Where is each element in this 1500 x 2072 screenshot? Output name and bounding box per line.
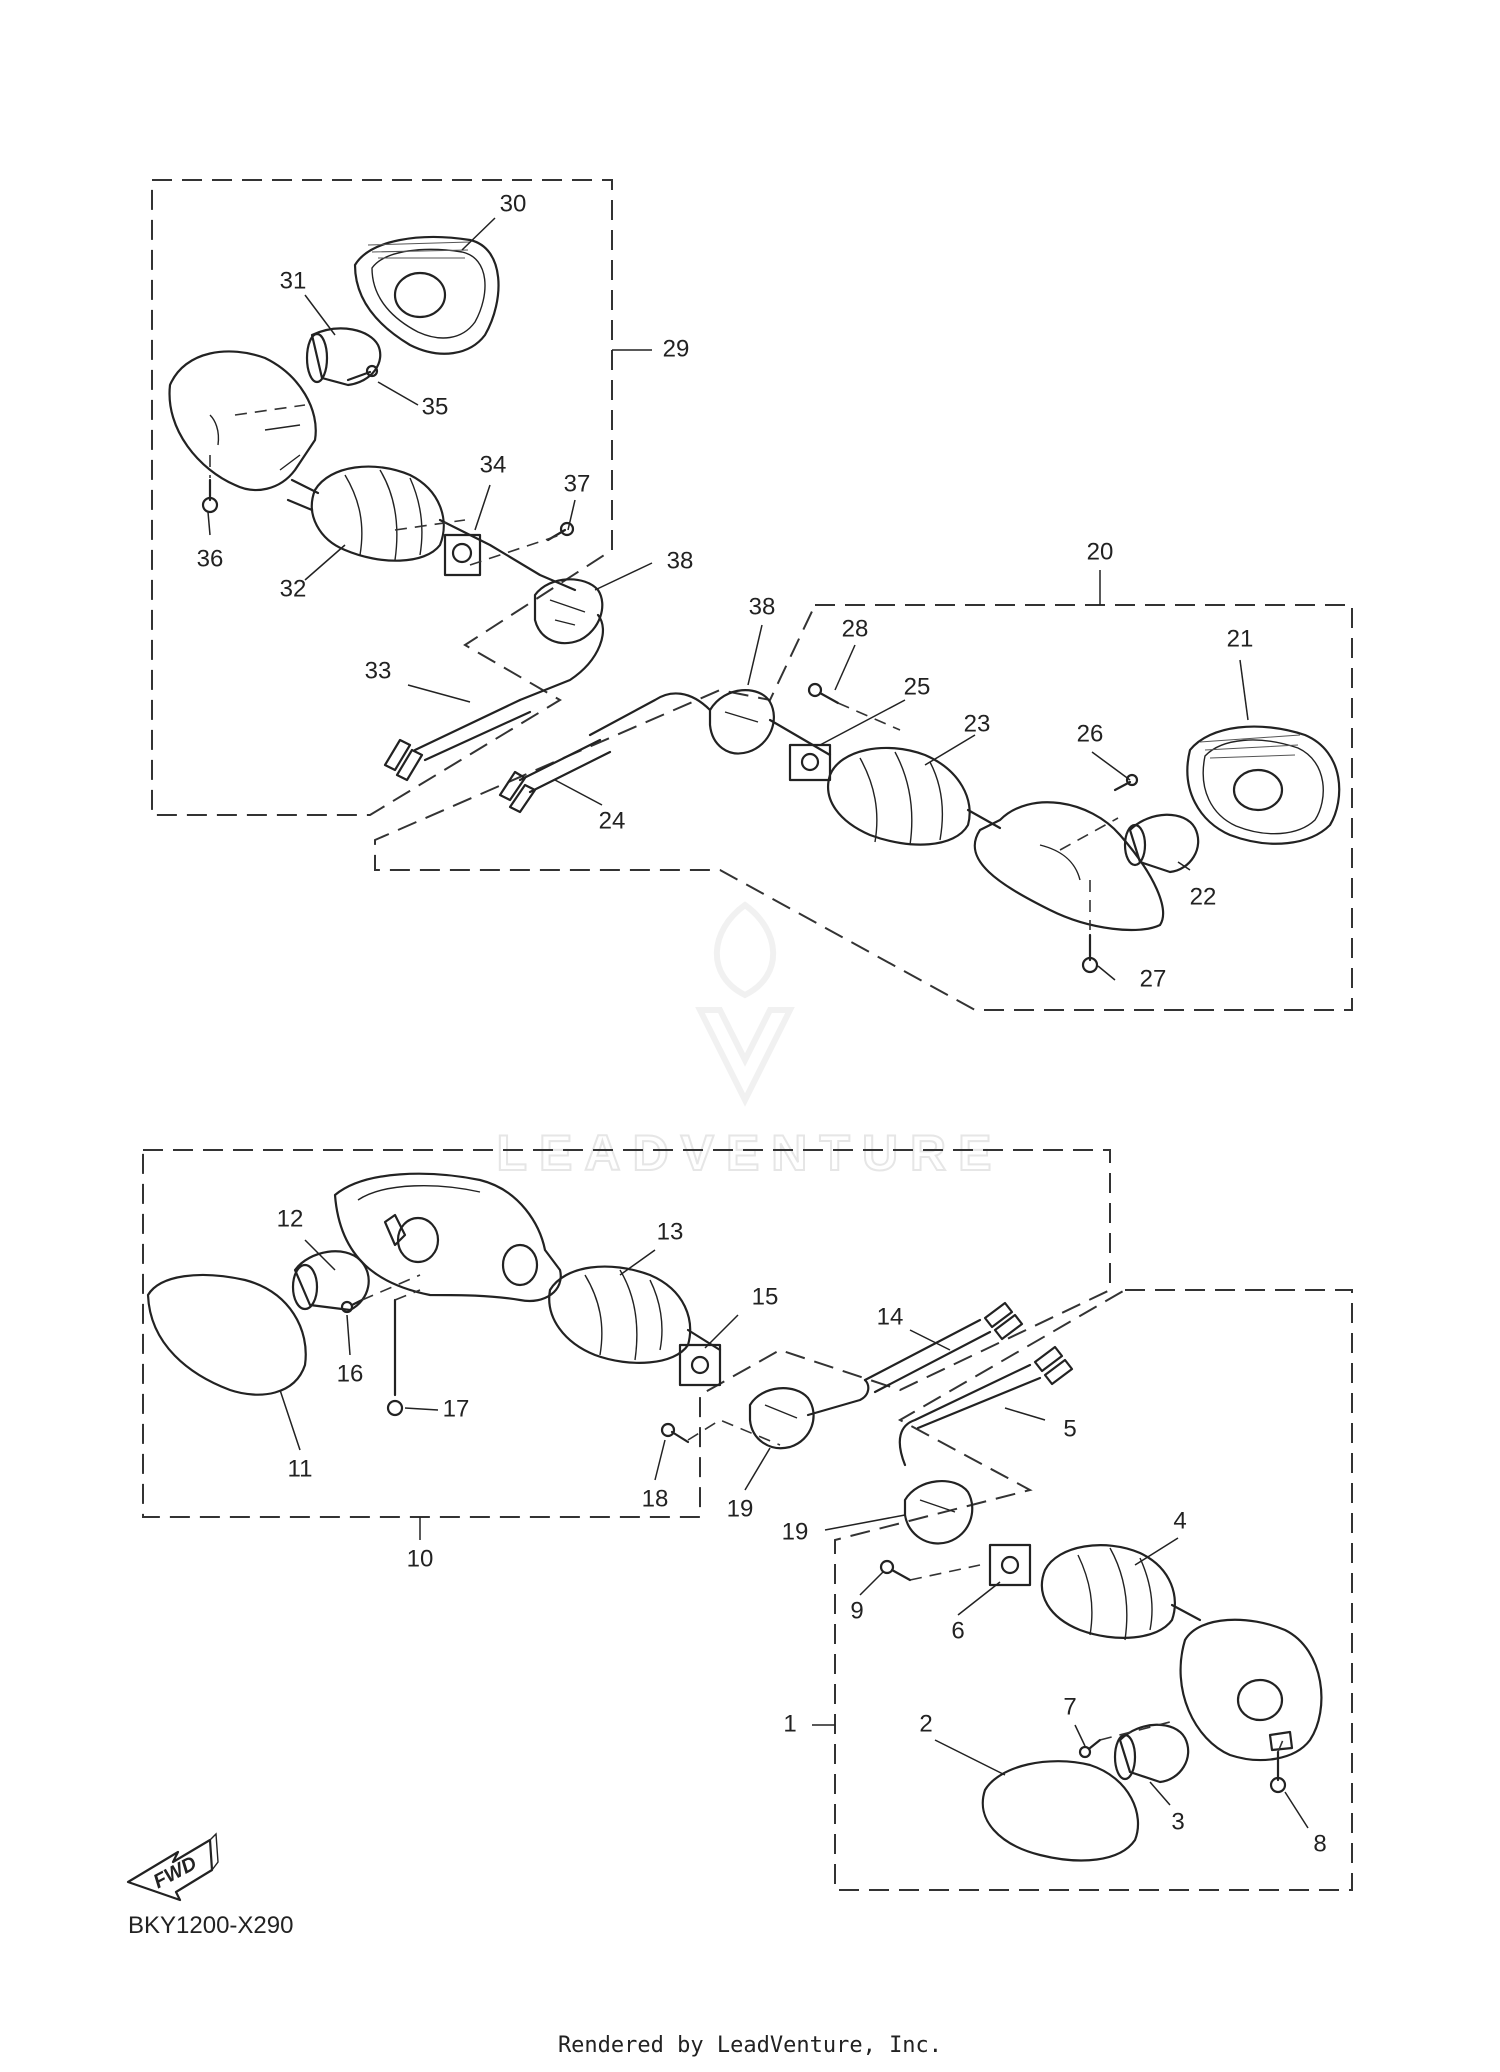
callout-15: 15 bbox=[752, 1283, 779, 1310]
callout-1: 1 bbox=[783, 1710, 796, 1737]
callout-6: 6 bbox=[951, 1617, 964, 1644]
callout-18: 18 bbox=[642, 1485, 669, 1512]
assembly-29-boundary bbox=[151, 179, 613, 816]
callout-34: 34 bbox=[480, 451, 507, 478]
callout-19-left: 19 bbox=[727, 1495, 754, 1522]
holder-19-left bbox=[748, 1378, 870, 1450]
callout-22: 22 bbox=[1190, 883, 1217, 910]
callout-32: 32 bbox=[280, 575, 307, 602]
footer-credit: Rendered by LeadVenture, Inc. bbox=[558, 2033, 942, 2058]
callout-10: 10 bbox=[407, 1545, 434, 1572]
screw-27 bbox=[1081, 933, 1099, 974]
callout-2: 2 bbox=[919, 1710, 932, 1737]
callout-35: 35 bbox=[422, 393, 449, 420]
callout-23: 23 bbox=[964, 710, 991, 737]
socket-32 bbox=[286, 465, 577, 592]
wire-24 bbox=[498, 738, 612, 814]
socket-4 bbox=[1040, 1544, 1202, 1641]
callout-33: 33 bbox=[365, 657, 392, 684]
callout-26: 26 bbox=[1077, 720, 1104, 747]
screw-26 bbox=[1113, 773, 1139, 792]
assembly-20-boundary bbox=[374, 604, 1353, 1011]
lens-11 bbox=[146, 1273, 307, 1396]
callout-36: 36 bbox=[197, 545, 224, 572]
housing-1 bbox=[1179, 1618, 1323, 1762]
bulb-22 bbox=[1123, 813, 1200, 874]
callout-19-right: 19 bbox=[782, 1518, 809, 1545]
callout-25: 25 bbox=[904, 673, 931, 700]
screw-16 bbox=[340, 1298, 364, 1314]
wire-33 bbox=[383, 698, 532, 782]
wire-5 bbox=[898, 1345, 1074, 1467]
screw-35 bbox=[346, 364, 379, 382]
callout-17: 17 bbox=[443, 1395, 470, 1422]
callout-4: 4 bbox=[1173, 1507, 1186, 1534]
callout-24: 24 bbox=[599, 807, 626, 834]
callout-11: 11 bbox=[288, 1455, 313, 1482]
screw-9 bbox=[879, 1559, 912, 1582]
callout-14: 14 bbox=[877, 1303, 904, 1330]
holder-38-lower bbox=[588, 689, 775, 755]
housing-29 bbox=[168, 350, 317, 492]
callout-28: 28 bbox=[842, 615, 869, 642]
lens-21 bbox=[1186, 725, 1341, 845]
screw-28 bbox=[807, 682, 840, 705]
grommet-25 bbox=[768, 718, 832, 782]
fwd-arrow-icon: FWD bbox=[126, 1832, 219, 1902]
callout-21: 21 bbox=[1227, 625, 1254, 652]
callout-30: 30 bbox=[500, 190, 527, 217]
callout-29: 29 bbox=[663, 335, 690, 362]
callout-20: 20 bbox=[1087, 538, 1114, 565]
socket-13 bbox=[548, 1265, 722, 1364]
callout-37: 37 bbox=[564, 470, 591, 497]
housing-10 bbox=[333, 1172, 562, 1303]
grommet-15 bbox=[678, 1343, 722, 1387]
callout-31: 31 bbox=[280, 267, 307, 294]
callout-38-upper: 38 bbox=[667, 547, 694, 574]
socket-23 bbox=[827, 746, 1002, 846]
callout-38-lower: 38 bbox=[749, 593, 776, 620]
bulb-31 bbox=[305, 327, 382, 387]
wire-14 bbox=[863, 1301, 1024, 1394]
watermark-text: LEADVENTURE bbox=[496, 1125, 1003, 1181]
callout-3: 3 bbox=[1171, 1808, 1184, 1835]
callout-5: 5 bbox=[1063, 1415, 1076, 1442]
bulb-3 bbox=[1113, 1723, 1190, 1784]
diagram-code: BKY1200-X290 bbox=[128, 1912, 293, 1939]
callout-7: 7 bbox=[1063, 1693, 1076, 1720]
lens-30 bbox=[353, 235, 500, 355]
holder-19-right bbox=[903, 1480, 974, 1545]
screw-7 bbox=[1078, 1738, 1102, 1759]
callout-9: 9 bbox=[850, 1597, 863, 1624]
watermark-logo bbox=[695, 901, 795, 1107]
leader-lines bbox=[207, 217, 1309, 1829]
screw-18 bbox=[660, 1422, 690, 1444]
callout-12: 12 bbox=[277, 1205, 304, 1232]
holder-38-upper bbox=[518, 578, 605, 702]
grommet-6 bbox=[988, 1543, 1032, 1587]
callout-27: 27 bbox=[1140, 965, 1167, 992]
callout-16: 16 bbox=[337, 1360, 364, 1387]
screw-17 bbox=[386, 1298, 404, 1417]
callout-labels: 30 31 29 35 34 37 36 32 38 20 38 28 21 3… bbox=[197, 190, 1327, 1857]
screw-36 bbox=[201, 478, 219, 514]
lens-2 bbox=[981, 1760, 1140, 1862]
assembly-1-boundary bbox=[834, 1289, 1353, 1891]
screw-8 bbox=[1269, 1750, 1287, 1794]
grommet-34 bbox=[443, 533, 482, 577]
callout-13: 13 bbox=[657, 1218, 684, 1245]
housing-20 bbox=[973, 801, 1165, 932]
assembly-10-boundary bbox=[142, 1149, 1111, 1518]
callout-8: 8 bbox=[1313, 1830, 1326, 1857]
